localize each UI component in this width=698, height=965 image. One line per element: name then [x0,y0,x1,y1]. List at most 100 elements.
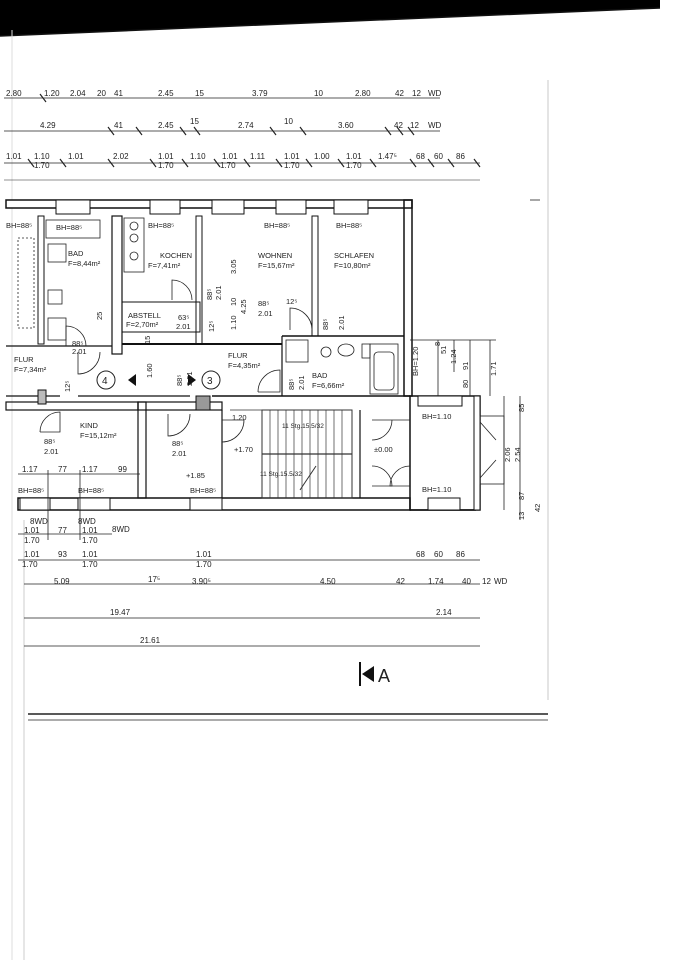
entry-arrow-left [128,374,136,386]
door-height-vertical: 2.01 [297,375,306,390]
dim-top-2: 1.01 [68,152,84,161]
dim-bottom-d: 1.01 [196,550,212,559]
door-width: 88⁵ [172,439,183,448]
dim-bottom-b: 77 [58,526,67,535]
dim-top-0: 10 [314,89,323,98]
dim-top-0: 2.80 [6,89,22,98]
right-dim: 8 [433,342,442,346]
dim-top-2: 68 [416,152,425,161]
unit-number-4: 4 [102,376,108,387]
room-wohnen-bh: BH=88⁵ [264,221,290,230]
dim-bottom-f: 12 [482,577,491,586]
dim-bottom-a: 99 [118,465,127,474]
dim-top-2: 1.01 [158,152,174,161]
room-schlafen-bh: BH=88⁵ [336,221,362,230]
stove-burner [129,233,139,243]
dim-bottom-h: 21.61 [140,636,161,645]
dim-bottom-f: 42 [396,577,405,586]
dim-bottom-a: 1.17 [22,465,38,474]
bh-label: BH=88⁵ [18,486,44,495]
dim-bottom-a: 1.17 [82,465,98,474]
dim-bottom-f: 3.90⁵ [192,577,211,586]
vert-dim: 15 [143,336,152,344]
right-dim: 85 [517,404,526,412]
dim-top-0: 15 [195,89,204,98]
room-bad-right-name: BAD [312,371,328,380]
dim-top-1: 10 [284,117,293,126]
level-label: ±0.00 [374,445,393,454]
level-label: +1.70 [234,445,253,454]
door-width: 63⁵ [178,313,189,322]
right-dim: 87 [517,492,526,500]
dim-bottom-f: 5.09 [54,577,70,586]
right-dim: 80 [461,380,470,388]
horiz-dim: 1.20 [232,413,247,422]
top-dimension-lines [4,93,481,181]
right-dim: 1.24 [449,349,458,364]
dim-bottom-a: 77 [58,465,67,474]
room-wohnen-area: F=15,67m² [258,261,295,270]
vert-dim: 12⁵ [207,321,216,332]
dim-top-2: 1.00 [314,152,330,161]
dim-top-1: 42 [394,121,403,130]
right-dim: 2.54 [513,447,522,462]
section-label: A [378,666,390,686]
dim-top-2: 2.02 [113,152,129,161]
room-labels: BH=88⁵ BH=88⁵ BAD F=8,44m² BH=88⁵ KOCHEN… [6,221,374,440]
stove-burner [129,251,139,261]
right-dim: 91 [461,362,470,370]
dim-bottom-g: 2.14 [436,608,452,617]
dim-top-2: 86 [456,152,465,161]
room-kind-area: F=15,12m² [80,431,117,440]
right-dim: 51 [439,346,448,354]
dim-bottom-g: 19.47 [110,608,131,617]
room-schlafen-area: F=10,80m² [334,261,371,270]
dim-top-1: 15 [190,117,199,126]
bottom-dimension-labels: 1.17 77 1.17 99 8WD 8WD 8WD 1.01 77 1.01… [22,465,508,645]
dim-top-0: 2.45 [158,89,174,98]
room-flur-left-name: FLUR [14,355,34,364]
dim-top-1: 41 [114,121,123,130]
door-height: 2.01 [258,309,273,318]
dim-top-0: 2.04 [70,89,86,98]
dim-top-2: 60 [434,152,443,161]
room-kochen-name: KOCHEN [160,251,192,260]
dim-bottom-f: 4.50 [320,577,336,586]
dim-top-2: 1.10 [190,152,206,161]
section-marker: A [359,662,390,686]
dim-top-3: 1.70 [284,161,300,170]
dim-bottom-f: 40 [462,577,471,586]
top-dimension-labels: 2.80 1.20 2.04 20 41 2.45 15 3.79 10 2.8… [6,89,465,170]
vert-dim: 4.25 [239,299,248,314]
unit-number-3: 3 [207,376,213,387]
dim-bottom-d: 68 [416,550,425,559]
bh-label: BH=88⁵ [190,486,216,495]
unit-marker-3 [201,370,221,390]
room-wohnen-name: WOHNEN [258,251,292,260]
dim-top-2: 1.01 [222,152,238,161]
right-dim: 2.06 [503,447,512,462]
dim-bottom-d: 86 [456,550,465,559]
dim-bottom-c: 1.70 [24,536,40,545]
dim-top-0: 41 [114,89,123,98]
door-width: 88⁵ [44,437,55,446]
dim-bottom-e: 1.70 [22,560,38,569]
paper-edges [0,0,661,960]
dim-bottom-f: 17⁵ [148,575,160,584]
dim-bottom-bwd: 8WD [78,517,96,526]
dim-top-2: 1.01 [6,152,22,161]
right-dim: 42 [533,504,542,512]
door-width: 88⁵ [258,299,269,308]
room-bad-right-area: F=6,66m² [312,381,345,390]
room-kochen-area: F=7,41m² [148,261,181,270]
door-height: 2.01 [172,449,187,458]
fixtures [17,217,399,395]
bh-left-edge: BH=88⁵ [6,221,32,230]
room-bad-left-area: F=8,44m² [68,259,101,268]
door-width-vertical: 88⁵ [321,319,330,330]
door-height: 2.01 [44,447,59,456]
dim-bottom-e: 1.70 [196,560,212,569]
dim-top-0: 3.79 [252,89,268,98]
room-kind-name: KIND [80,421,99,430]
